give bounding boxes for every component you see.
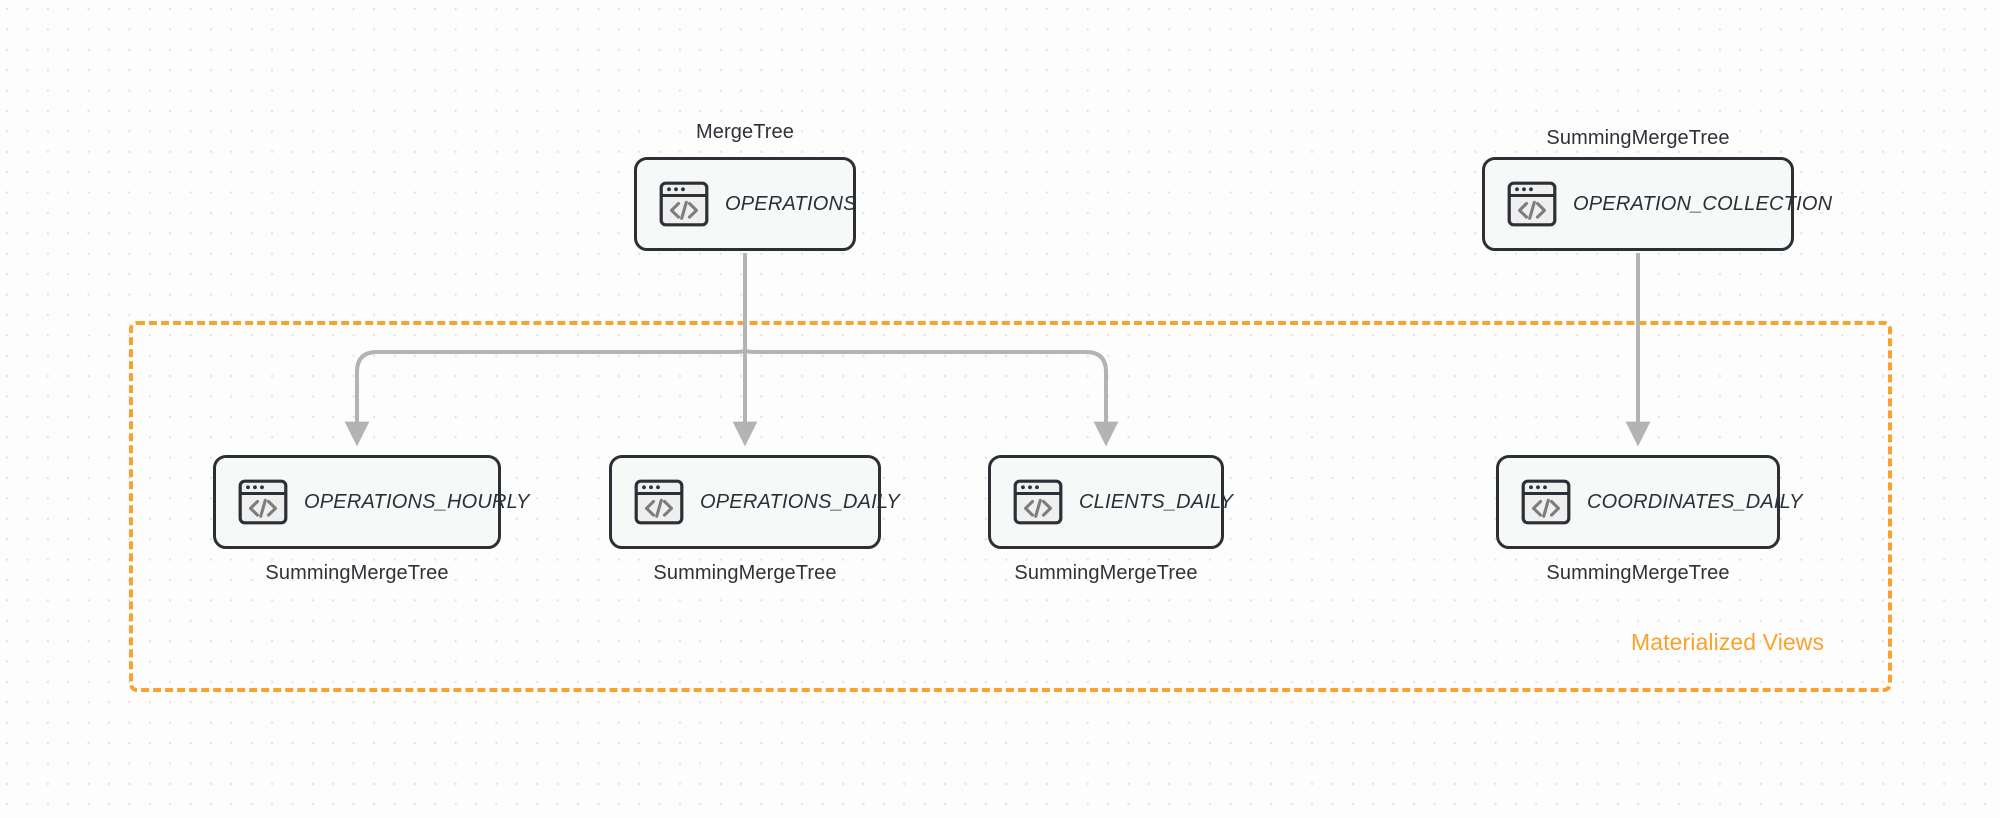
node-label-operation-collection: OPERATION_COLLECTION bbox=[1573, 192, 1833, 215]
node-operations-hourly[interactable]: OPERATIONS_HOURLY bbox=[213, 455, 529, 549]
engine-caption-coordinates-daily: SummingMergeTree bbox=[1546, 562, 1730, 584]
engine-caption-operations-daily: SummingMergeTree bbox=[653, 562, 837, 584]
node-label-operations-hourly: OPERATIONS_HOURLY bbox=[304, 490, 530, 513]
node-label-operations-daily: OPERATIONS_DAILY bbox=[700, 490, 900, 513]
code-window-icon bbox=[634, 479, 684, 525]
engine-caption-operations-hourly: SummingMergeTree bbox=[265, 562, 449, 584]
engine-caption-operation-collection: SummingMergeTree bbox=[1546, 127, 1730, 149]
engine-caption-operations: MergeTree bbox=[696, 121, 794, 143]
node-label-clients-daily: CLIENTS_DAILY bbox=[1079, 490, 1234, 513]
node-operations[interactable]: OPERATIONS bbox=[634, 157, 856, 251]
node-operation-collection[interactable]: OPERATION_COLLECTION bbox=[1482, 157, 1832, 251]
code-window-icon bbox=[1521, 479, 1571, 525]
code-window-icon bbox=[238, 479, 288, 525]
node-label-operations: OPERATIONS bbox=[725, 192, 857, 215]
engine-caption-clients-daily: SummingMergeTree bbox=[1014, 562, 1198, 584]
node-coordinates-daily[interactable]: COORDINATES_DAILY bbox=[1496, 455, 1802, 549]
node-operations-daily[interactable]: OPERATIONS_DAILY bbox=[609, 455, 900, 549]
materialized-views-group-label: Materialized Views bbox=[1631, 629, 1825, 655]
node-clients-daily[interactable]: CLIENTS_DAILY bbox=[988, 455, 1233, 549]
materialized-views-group bbox=[129, 321, 1892, 692]
node-label-coordinates-daily: COORDINATES_DAILY bbox=[1587, 490, 1803, 513]
code-window-icon bbox=[1013, 479, 1063, 525]
code-window-icon bbox=[659, 181, 709, 227]
code-window-icon bbox=[1507, 181, 1557, 227]
